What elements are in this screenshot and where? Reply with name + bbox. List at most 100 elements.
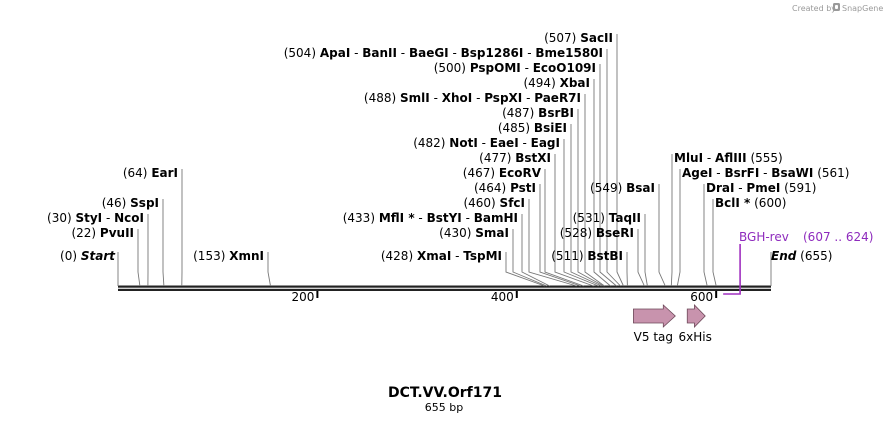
site-label[interactable]: (22) PvuII: [71, 226, 134, 240]
site-label[interactable]: (487) BsrBI: [502, 106, 574, 120]
site-xbai[interactable]: (494) XbaI: [523, 76, 590, 90]
enzyme-name: EagI: [531, 136, 560, 150]
enzyme-name: MluI: [674, 151, 703, 165]
site-label[interactable]: (485) BsiEI: [498, 121, 567, 135]
site-mlui[interactable]: MluI - AflIII (555): [674, 151, 783, 165]
cut-line-mfli: [521, 214, 550, 287]
enzyme-name: BaeGI: [409, 46, 449, 60]
site-position: (482): [413, 136, 445, 150]
site-position: (430): [439, 226, 471, 240]
site-taqii[interactable]: (531) TaqII: [573, 211, 641, 225]
enzyme-name: BsaI: [626, 181, 655, 195]
site-bstbi[interactable]: (511) BstBI: [551, 249, 623, 263]
cut-line-smai: [512, 229, 547, 287]
site-bsrbi[interactable]: (487) BsrBI: [502, 106, 574, 120]
site-label[interactable]: (46) SspI: [102, 196, 159, 210]
site-position: (477): [479, 151, 511, 165]
site-bsai[interactable]: (549) BsaI: [590, 181, 655, 195]
cut-line-bsrbi: [577, 109, 604, 287]
site-label[interactable]: (494) XbaI: [523, 76, 590, 90]
site-position: (504): [284, 46, 316, 60]
site-xmni[interactable]: (153) XmnI: [193, 249, 264, 263]
site-label[interactable]: (482) NotI - EaeI - EagI: [413, 136, 560, 150]
site-smai[interactable]: (430) SmaI: [439, 226, 509, 240]
enzyme-name: BstBI: [587, 249, 623, 263]
site-noti[interactable]: (482) NotI - EaeI - EagI: [413, 136, 560, 150]
site-agei[interactable]: AgeI - BsrFI - BsaWI (561): [682, 166, 850, 180]
site-label[interactable]: End (655): [771, 249, 832, 263]
site-sacii[interactable]: (507) SacII: [544, 31, 613, 45]
site-bseri[interactable]: (528) BseRI: [560, 226, 634, 240]
site-label[interactable]: MluI - AflIII (555): [674, 151, 783, 165]
cut-line-pvuii: [137, 229, 141, 287]
site-start[interactable]: (0) Start: [60, 249, 116, 263]
site-position: (549): [590, 181, 622, 195]
cut-line-noti: [563, 139, 599, 287]
site-bstxi[interactable]: (477) BstXI: [479, 151, 551, 165]
site-eari[interactable]: (64) EarI: [123, 166, 178, 180]
site-psti[interactable]: (464) PstI: [474, 181, 536, 195]
site-end[interactable]: End (655): [771, 249, 832, 263]
snapgene-logo-icon: [833, 3, 840, 11]
site-position: (153): [193, 249, 225, 263]
site-label[interactable]: DraI - PmeI (591): [706, 181, 816, 195]
site-label[interactable]: BclI * (600): [715, 196, 786, 210]
enzyme-name: BanII: [362, 46, 397, 60]
site-label[interactable]: (433) MflI * - BstYI - BamHI: [343, 211, 518, 225]
site-position: (0): [60, 249, 77, 263]
site-label[interactable]: (511) BstBI: [551, 249, 623, 263]
site-pvuii[interactable]: (22) PvuII: [71, 226, 134, 240]
ruler-tick-label: 200: [291, 290, 314, 304]
feature-6xhis[interactable]: 6xHis: [679, 304, 712, 344]
backbone: [118, 285, 771, 291]
site-label[interactable]: (464) PstI: [474, 181, 536, 195]
site-position: (433): [343, 211, 375, 225]
feature-v5-tag[interactable]: V5 tag: [633, 304, 676, 344]
primer-bgh-rev[interactable]: BGH-rev(607 .. 624): [723, 230, 873, 295]
site-label[interactable]: (467) EcoRV: [463, 166, 542, 180]
site-label[interactable]: (531) TaqII: [573, 211, 641, 225]
feature-label: 6xHis: [679, 330, 712, 344]
site-label[interactable]: (504) ApaI - BanII - BaeGI - Bsp1286I - …: [284, 46, 603, 60]
site-label[interactable]: (153) XmnI: [193, 249, 264, 263]
cut-line-xmni: [267, 252, 271, 287]
site-label[interactable]: (460) SfcI: [463, 196, 525, 210]
site-smli[interactable]: (488) SmlI - XhoI - PspXI - PaeR7I: [364, 91, 581, 105]
site-position: (561): [817, 166, 849, 180]
cut-line-drai: [703, 184, 708, 287]
enzyme-name: EcoRV: [499, 166, 542, 180]
site-label[interactable]: (477) BstXI: [479, 151, 551, 165]
site-label[interactable]: (507) SacII: [544, 31, 613, 45]
site-ecorv[interactable]: (467) EcoRV: [463, 166, 542, 180]
site-pspomi[interactable]: (500) PspOMI - EcoO109I: [434, 61, 596, 75]
primer-arrow: [723, 244, 741, 295]
site-sfci[interactable]: (460) SfcI: [463, 196, 525, 210]
enzyme-name: XmnI: [229, 249, 264, 263]
site-bsiei[interactable]: (485) BsiEI: [498, 121, 567, 135]
enzyme-name: End: [771, 249, 797, 263]
cut-line-taqii: [644, 214, 648, 287]
site-position: (428): [381, 249, 413, 263]
enzyme-name: TaqII: [609, 211, 641, 225]
site-label[interactable]: (30) StyI - NcoI: [47, 211, 144, 225]
site-apai[interactable]: (504) ApaI - BanII - BaeGI - Bsp1286I - …: [284, 46, 603, 60]
site-styi[interactable]: (30) StyI - NcoI: [47, 211, 144, 225]
site-label[interactable]: (549) BsaI: [590, 181, 655, 195]
site-label[interactable]: (500) PspOMI - EcoO109I: [434, 61, 596, 75]
site-label[interactable]: (430) SmaI: [439, 226, 509, 240]
site-drai[interactable]: DraI - PmeI (591): [706, 181, 816, 195]
site-label[interactable]: AgeI - BsrFI - BsaWI (561): [682, 166, 850, 180]
site-mfli[interactable]: (433) MflI * - BstYI - BamHI: [343, 211, 518, 225]
site-label[interactable]: (528) BseRI: [560, 226, 634, 240]
site-bcli[interactable]: BclI * (600): [715, 196, 786, 210]
site-position: (46): [102, 196, 127, 210]
site-label[interactable]: (0) Start: [60, 249, 116, 263]
site-xmai[interactable]: (428) XmaI - TspMI: [381, 249, 502, 263]
site-sspi[interactable]: (46) SspI: [102, 196, 159, 210]
site-position: (487): [502, 106, 534, 120]
site-label[interactable]: (488) SmlI - XhoI - PspXI - PaeR7I: [364, 91, 581, 105]
site-label[interactable]: (428) XmaI - TspMI: [381, 249, 502, 263]
enzyme-name: SspI: [130, 196, 159, 210]
enzyme-name: BamHI: [474, 211, 518, 225]
site-label[interactable]: (64) EarI: [123, 166, 178, 180]
